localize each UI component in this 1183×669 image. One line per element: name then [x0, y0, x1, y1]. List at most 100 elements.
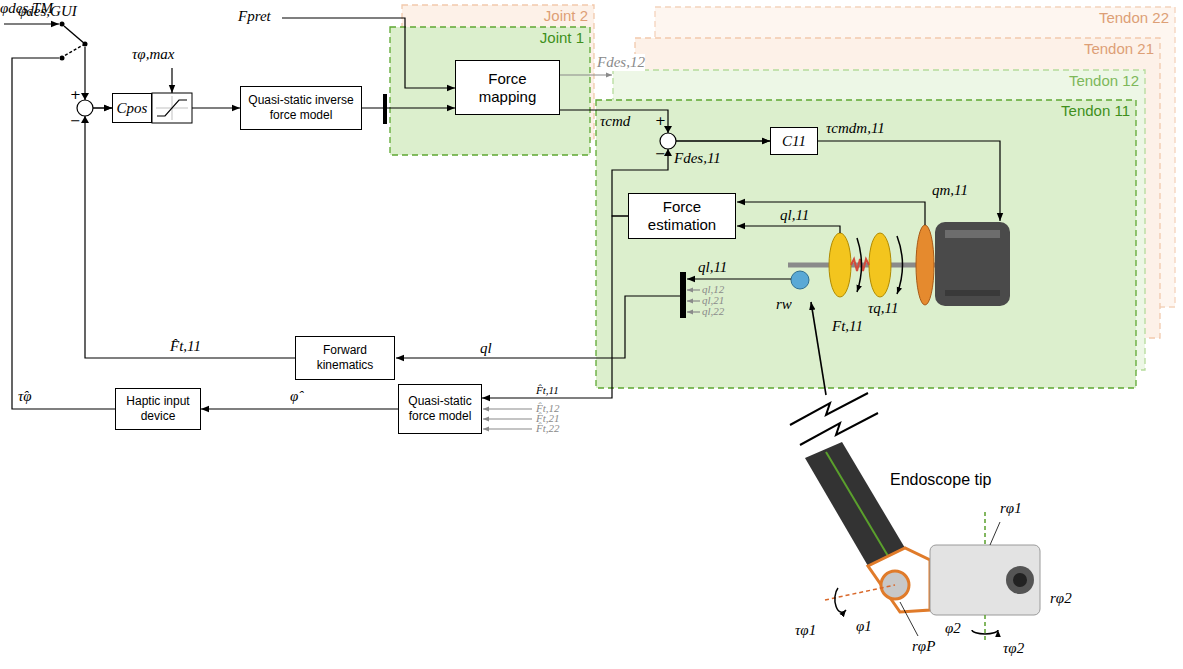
label-anchor: Fdes,12: [597, 54, 645, 71]
saturation-block: [157, 100, 187, 116]
endoscope-illustration: [984, 512, 986, 545]
box-label: Forward kinematics: [299, 343, 391, 373]
panel-outline: [390, 27, 590, 155]
signal-wires: [687, 278, 791, 279]
signal-wires: [687, 289, 700, 290]
label-anchor: rφ2: [1050, 590, 1072, 607]
label-anchor: −: [70, 114, 81, 128]
saturation-block: [152, 93, 192, 123]
panel-title: Joint 2: [544, 7, 588, 25]
label-anchor: +: [70, 88, 81, 102]
signal-label: F̂t,11: [536, 385, 559, 396]
signal-label: ql,12: [702, 284, 724, 295]
signal-arrow: [85, 108, 295, 358]
motor-illustration: [791, 271, 809, 289]
label-anchor: ql,21: [702, 295, 724, 306]
label-anchor: rw: [776, 296, 792, 313]
part-label: Endoscope tip: [890, 470, 991, 489]
process-box: Forward kinematics: [295, 336, 395, 380]
label-anchor: τφ2: [1003, 640, 1024, 657]
signal-wires: [4, 23, 59, 24]
signal-label: Fdes,12: [597, 54, 645, 71]
signal-label: φ1: [856, 618, 872, 635]
motor-illustration: [945, 290, 1000, 296]
signal-wires: [483, 408, 532, 409]
motor-illustration: [857, 238, 862, 292]
label-anchor: F̂t,22: [536, 423, 560, 434]
signal-label: τcmd: [600, 113, 630, 130]
signal-wires: [737, 202, 925, 225]
label-anchor: τcmd: [600, 113, 630, 130]
signal-label: ql,11: [780, 207, 809, 224]
signal-label: τq,11: [868, 300, 899, 317]
box-label: Quasi-static inverse force model: [244, 93, 358, 123]
label-anchor: ql,22: [702, 306, 724, 317]
endoscope-illustration: [930, 545, 1040, 615]
label-anchor: ql,11: [698, 259, 727, 276]
signal-label: φdes,GUI: [18, 3, 77, 20]
label-anchor: Fdes,11: [674, 150, 721, 167]
signal-wires: [483, 418, 532, 419]
endoscope-illustration: [1006, 566, 1034, 594]
label-anchor: φ1: [856, 618, 872, 635]
signal-wires: [396, 296, 680, 358]
input-switch: [60, 22, 88, 61]
label-anchor: ql,11: [780, 207, 809, 224]
box-label: Force estimation: [632, 198, 732, 234]
endoscope-illustration: [800, 413, 878, 445]
endoscope-illustration: [868, 548, 930, 612]
sum-sign: −: [70, 114, 81, 128]
panel-title: Tendon 22: [1099, 9, 1169, 27]
process-box: C11: [770, 127, 818, 155]
signal-label: ql,22: [702, 306, 724, 317]
label-anchor: τ̂φ: [18, 388, 32, 405]
signal-label: Fpret: [238, 8, 271, 25]
signal-label: ql,11: [698, 259, 727, 276]
endoscope-illustration: [790, 393, 1040, 642]
label-anchor: Ft,11: [832, 318, 863, 335]
endoscope-illustration: [900, 602, 918, 636]
signal-label: τ̂φ: [18, 388, 32, 405]
signal-label: τφ2: [1003, 640, 1024, 657]
label-anchor: ql,12: [702, 284, 724, 295]
box-label: Haptic input device: [119, 394, 197, 424]
label-anchor: φ̂: [290, 388, 298, 405]
signal-wires: [560, 74, 612, 75]
endoscope-illustration: [826, 452, 888, 556]
endoscope-illustration: [835, 588, 846, 612]
signal-wires: [4, 18, 1000, 429]
panel-fills: [390, 5, 1175, 388]
signal-label: τφ,max: [132, 46, 174, 63]
panel-outline: [596, 100, 1136, 388]
label-anchor: rφ1: [1000, 500, 1022, 517]
motor-illustration: [935, 222, 1010, 306]
process-box: Force mapping: [455, 60, 560, 115]
label-anchor: rφP: [912, 638, 935, 655]
input-switch: [60, 22, 65, 27]
panel-title: Tendon 11: [1061, 102, 1130, 120]
motor-illustration: [851, 259, 869, 271]
label-anchor: +: [655, 114, 666, 128]
signal-label: rφ1: [1000, 500, 1022, 517]
label-anchor: φdes,GUI: [18, 3, 77, 20]
label-anchor: τq,11: [868, 300, 899, 317]
label-anchor: τφ,max: [132, 46, 174, 63]
motor-illustration: [788, 222, 1010, 306]
mux-bar: [680, 272, 686, 318]
input-switch: [64, 26, 85, 44]
label-anchor: −: [655, 147, 666, 161]
sum-sign: +: [70, 88, 81, 102]
mux-bar: [383, 94, 387, 124]
signal-label: Fdes,11: [674, 150, 721, 167]
endoscope-illustration: [984, 615, 986, 642]
panel-title: Tendon 12: [1069, 72, 1139, 90]
endoscope-illustration: [1013, 573, 1027, 587]
signal-wires: [737, 226, 840, 233]
saturation-block: [152, 93, 192, 123]
label-anchor: F̂t,11: [536, 385, 559, 396]
signal-label: rw: [776, 296, 792, 313]
sum-sign: −: [655, 147, 666, 161]
signal-label: rφ2: [1050, 590, 1072, 607]
